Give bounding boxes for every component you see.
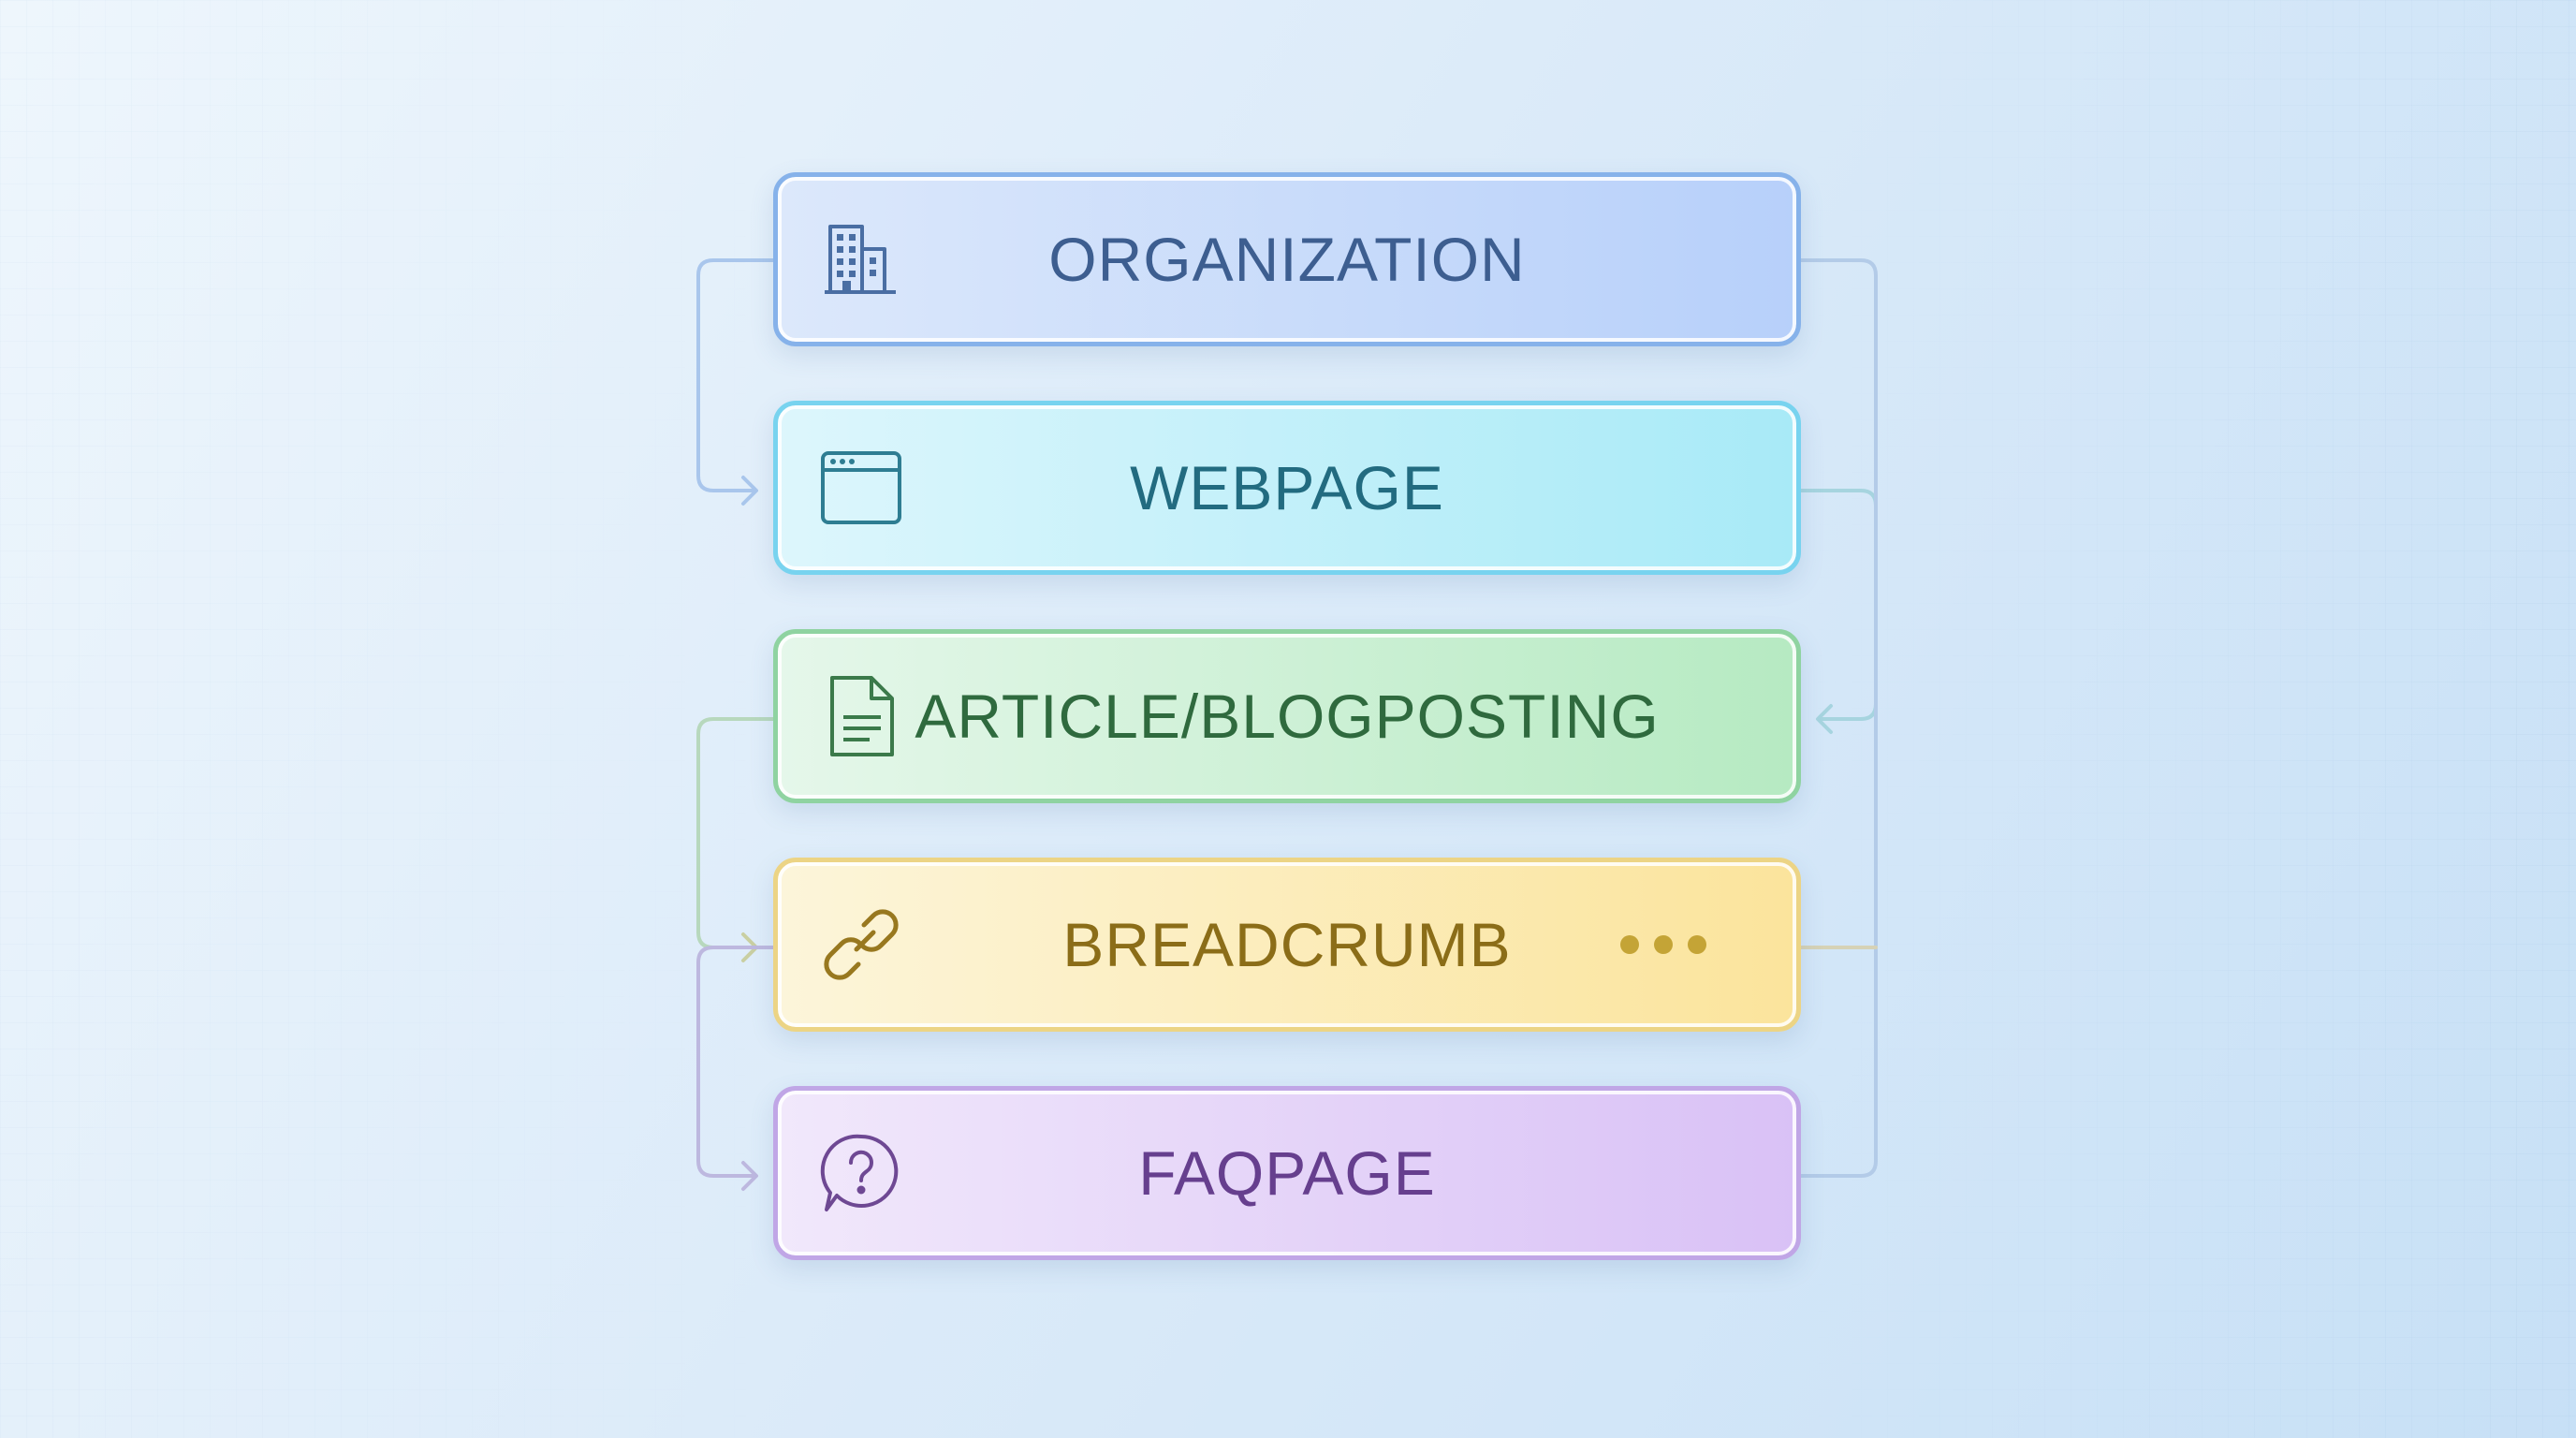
node-webpage[interactable]: WEBPAGE	[773, 401, 1801, 575]
node-label-webpage: WEBPAGE	[1130, 453, 1444, 522]
node-article-blogposting[interactable]: ARTICLE/BLOGPOSTING	[773, 629, 1801, 803]
dot	[1654, 935, 1673, 954]
link-icon	[819, 902, 903, 987]
node-breadcrumb[interactable]: BREADCRUMB	[773, 858, 1801, 1032]
question-bubble-icon	[819, 1131, 903, 1215]
building-icon	[819, 217, 903, 301]
browser-window-icon	[819, 446, 903, 530]
dot	[1620, 935, 1639, 954]
node-label-organization: ORGANIZATION	[1048, 225, 1526, 294]
dot	[1688, 935, 1706, 954]
node-faqpage[interactable]: FAQPAGE	[773, 1086, 1801, 1260]
node-label-article: ARTICLE/BLOGPOSTING	[915, 682, 1660, 751]
node-label-breadcrumb: BREADCRUMB	[1062, 910, 1512, 979]
more-dots-icon[interactable]	[1620, 935, 1706, 954]
document-icon	[819, 674, 903, 758]
node-label-faqpage: FAQPAGE	[1138, 1138, 1436, 1208]
node-organization[interactable]: ORGANIZATION	[773, 172, 1801, 346]
